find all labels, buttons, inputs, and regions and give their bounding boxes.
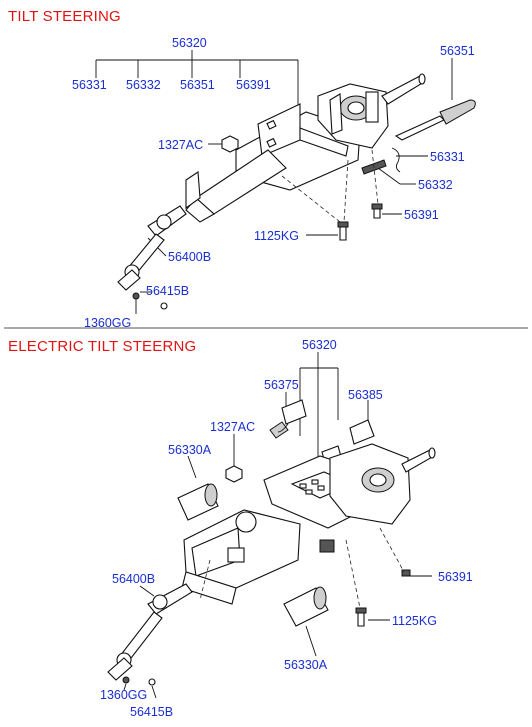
callout-56320-electric: 56320 — [302, 338, 337, 352]
callout-1360GG: 1360GG — [84, 316, 132, 330]
callout-56415B: 56415B — [146, 284, 190, 298]
section-title-electric-tilt-steering: ELECTRIC TILT STEERNG — [8, 338, 197, 355]
callout-56385: 56385 — [348, 388, 383, 402]
callout-56415B-electric: 56415B — [130, 705, 174, 719]
callout-1125KG: 1125KG — [254, 229, 299, 243]
callout-56391-bolt: 56391 — [404, 208, 439, 222]
callout-1327AC: 1327AC — [158, 138, 204, 152]
callout-56400B: 56400B — [168, 250, 212, 264]
callout-56391-electric: 56391 — [438, 570, 473, 584]
callout-56331: 56331 — [72, 78, 107, 92]
callout-56351-lever: 56351 — [440, 44, 475, 58]
callout-56391: 56391 — [236, 78, 271, 92]
section-title-tilt-steering: TILT STEERING — [8, 8, 121, 25]
callout-56330A-top: 56330A — [168, 443, 212, 457]
callout-56400B-electric: 56400B — [112, 572, 156, 586]
callout-56330A-bottom: 56330A — [284, 658, 328, 672]
callout-56351: 56351 — [180, 78, 215, 92]
tilt-steering-column-drawing — [117, 73, 476, 310]
callout-56331-spring: 56331 — [430, 150, 465, 164]
callout-1125KG-electric: 1125KG — [392, 614, 437, 628]
callout-1360GG-electric: 1360GG — [100, 688, 148, 702]
callout-56320: 56320 — [172, 36, 207, 50]
callout-56332-part: 56332 — [418, 178, 453, 192]
callout-56375: 56375 — [264, 378, 299, 392]
electric-tilt-column-drawing — [107, 399, 436, 686]
callout-1327AC-electric: 1327AC — [210, 420, 256, 434]
callout-56332: 56332 — [126, 78, 161, 92]
tilt-steering-callout-lines — [95, 50, 453, 314]
